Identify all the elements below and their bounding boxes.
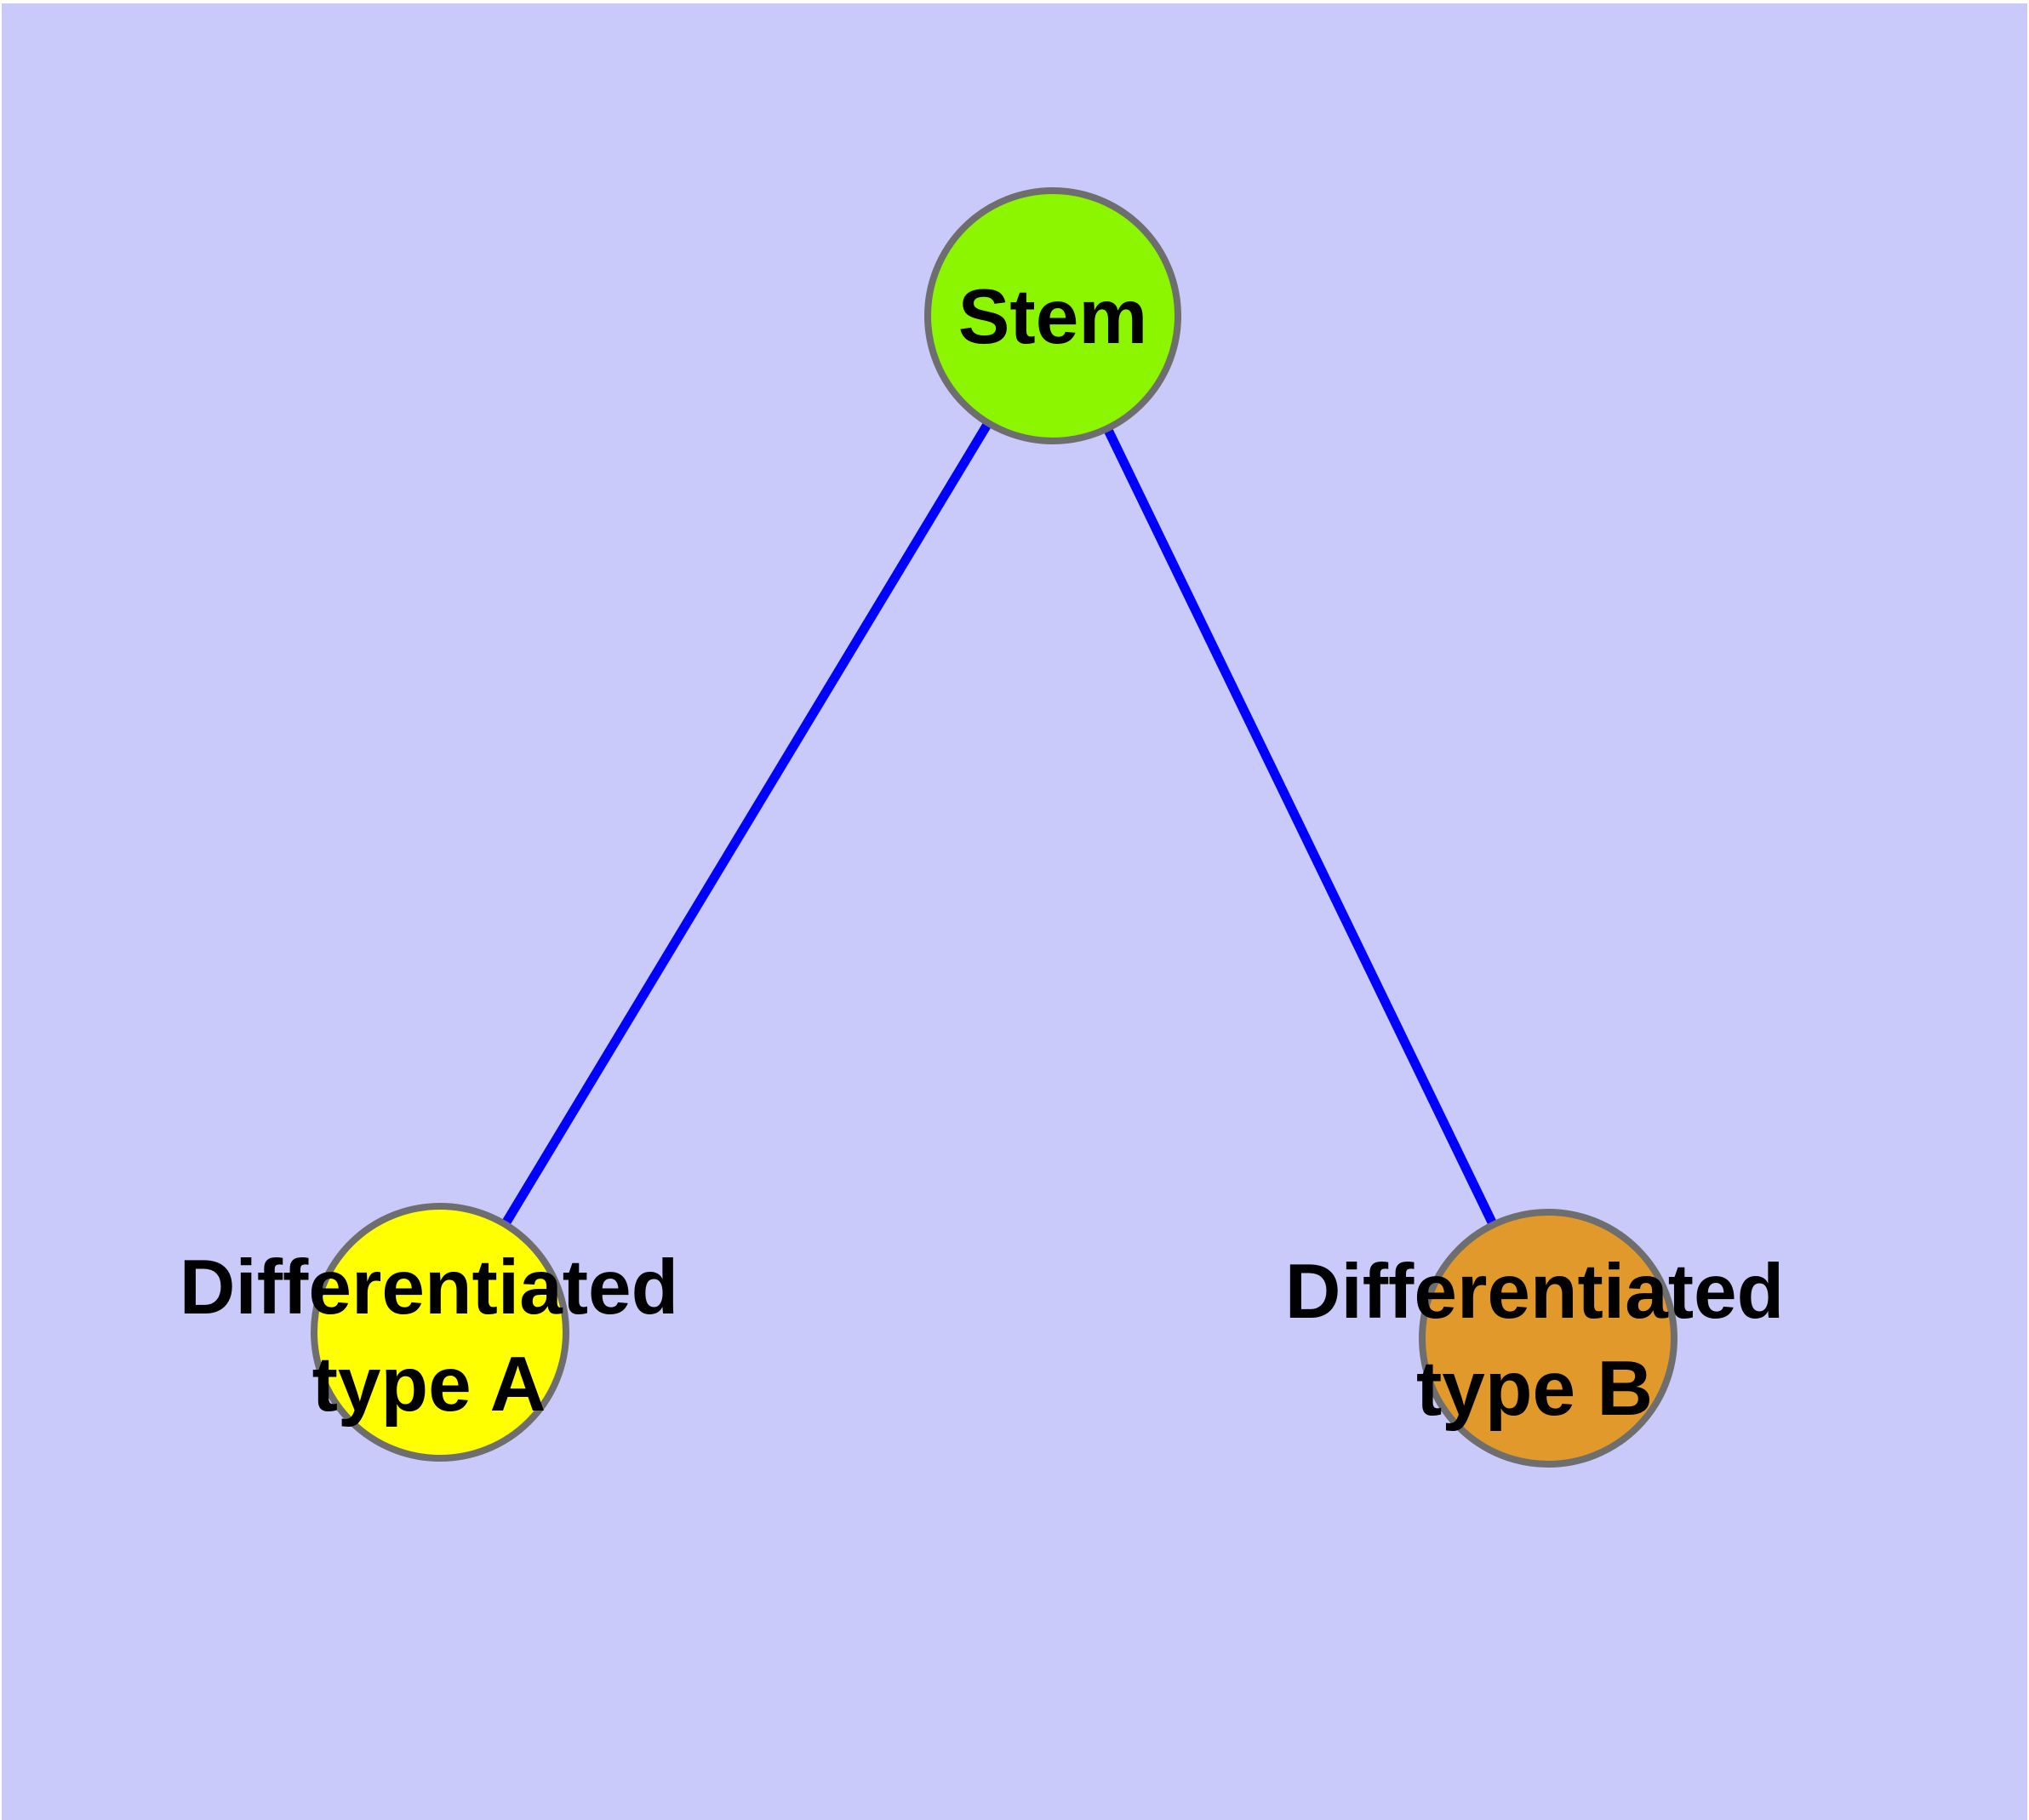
edge-stem-to-type-b xyxy=(1049,313,1552,1341)
node-stem-circle xyxy=(924,187,1181,444)
node-differentiated-type-a-label: Differentiated type A xyxy=(179,1245,679,1428)
edge-stem-to-type-a xyxy=(436,313,1057,1335)
node-differentiated-type-b-circle xyxy=(1419,1209,1677,1468)
node-stem-label: Stem xyxy=(957,274,1148,360)
node-differentiated-type-b-label: Differentiated type B xyxy=(1284,1249,1785,1432)
node-differentiated-type-a-circle xyxy=(311,1203,569,1462)
